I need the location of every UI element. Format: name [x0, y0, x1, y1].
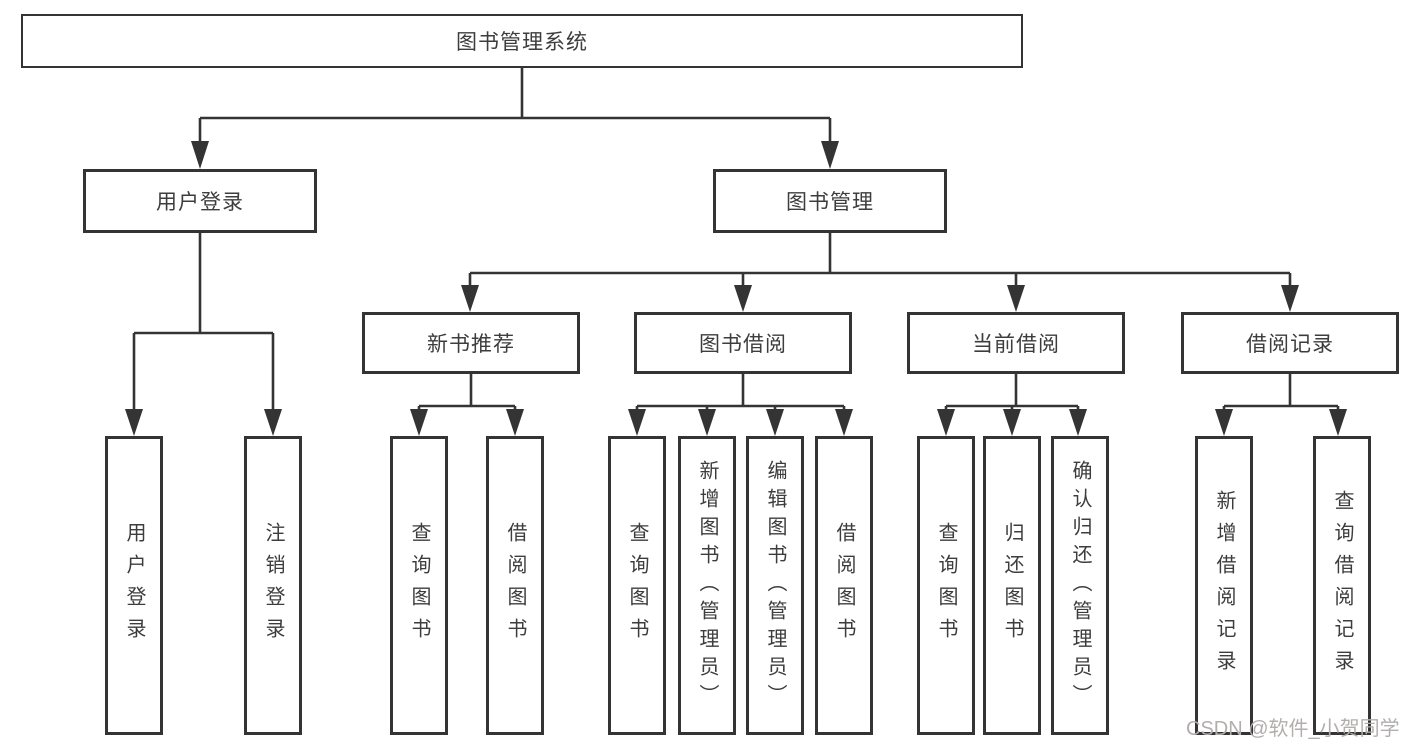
leaf-borrow-books: 借阅图书 [486, 436, 544, 735]
arrowhead-icon [191, 141, 209, 169]
node-new-book-recommendation: 新书推荐 [362, 312, 580, 374]
node-user-login: 用户登录 [83, 169, 317, 233]
leaf-label: 归还图书 [1001, 521, 1023, 650]
leaf-add-book-admin: 新增图书（管理员） [678, 436, 736, 735]
arrowhead-icon [1003, 409, 1021, 436]
node-label: 用户登录 [156, 191, 244, 214]
leaf-label: 借阅图书 [504, 521, 526, 650]
connector-new-book-to-children [410, 374, 524, 436]
arrowhead-icon [410, 409, 428, 436]
leaf-label: 查询图书 [626, 521, 648, 650]
leaf-query-books: 查询图书 [390, 436, 448, 735]
leaf-borrow-books: 借阅图书 [815, 436, 873, 735]
leaf-user-login: 用户登录 [105, 436, 163, 735]
leaf-label: 用户登录 [123, 521, 145, 650]
arrowhead-icon [1281, 285, 1299, 312]
leaf-query-borrow-record: 查询借阅记录 [1313, 436, 1371, 735]
connector-book-management-to-level3 [461, 232, 1299, 312]
leaf-return-books: 归还图书 [983, 436, 1041, 735]
connector-current-borrow-to-children [937, 374, 1087, 436]
node-book-management: 图书管理 [713, 169, 947, 233]
arrowhead-icon [506, 409, 524, 436]
connector-borrow-records-to-children [1215, 374, 1347, 436]
leaf-label: 新增图书（管理员） [696, 459, 718, 712]
arrowhead-icon [461, 285, 479, 312]
arrowhead-icon [264, 409, 282, 436]
leaf-label: 新增借阅记录 [1213, 489, 1235, 682]
leaf-label: 查询图书 [408, 521, 430, 650]
leaf-confirm-return-admin: 确认归还（管理员） [1051, 436, 1109, 735]
node-label: 图书借阅 [699, 333, 787, 356]
node-borrowing-records: 借阅记录 [1181, 312, 1399, 374]
node-library-management-system: 图书管理系统 [21, 14, 1023, 68]
arrowhead-icon [766, 409, 784, 436]
connector-user-login-to-children [125, 233, 282, 436]
leaf-edit-book-admin: 编辑图书（管理员） [746, 436, 804, 735]
arrowhead-icon [1215, 409, 1233, 436]
node-label: 图书管理系统 [456, 31, 588, 54]
arrowhead-icon [628, 409, 646, 436]
node-label: 新书推荐 [427, 333, 515, 356]
arrowhead-icon [1329, 409, 1347, 436]
arrowhead-icon [734, 285, 752, 312]
arrowhead-icon [125, 409, 143, 436]
arrowhead-icon [835, 409, 853, 436]
leaf-add-borrow-record: 新增借阅记录 [1195, 436, 1253, 735]
node-label: 图书管理 [786, 191, 874, 214]
arrowhead-icon [698, 409, 716, 436]
node-current-borrowing: 当前借阅 [907, 312, 1125, 374]
leaf-label: 借阅图书 [833, 521, 855, 650]
leaf-label: 查询图书 [935, 521, 957, 650]
node-book-borrowing: 图书借阅 [634, 312, 852, 374]
arrowhead-icon [1069, 409, 1087, 436]
csdn-watermark: CSDN @软件_小贺同学 [1186, 718, 1400, 740]
leaf-query-books: 查询图书 [608, 436, 666, 735]
node-label: 当前借阅 [972, 333, 1060, 356]
arrowhead-icon [1007, 285, 1025, 312]
leaf-query-books: 查询图书 [917, 436, 975, 735]
leaf-label: 查询借阅记录 [1331, 489, 1353, 682]
arrowhead-icon [937, 409, 955, 436]
connector-book-borrow-to-children [628, 374, 853, 436]
node-label: 借阅记录 [1246, 333, 1334, 356]
leaf-logout: 注销登录 [244, 436, 302, 735]
leaf-label: 确认归还（管理员） [1069, 459, 1091, 712]
connector-root-to-level2 [191, 68, 839, 169]
leaf-label: 编辑图书（管理员） [764, 459, 786, 712]
leaf-label: 注销登录 [262, 521, 284, 650]
arrowhead-icon [821, 141, 839, 169]
